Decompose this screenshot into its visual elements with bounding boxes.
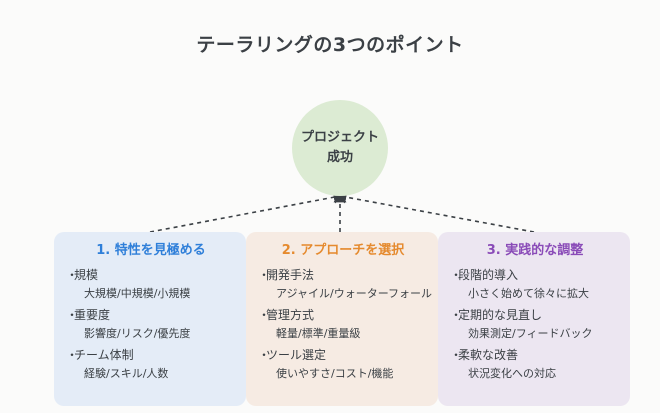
card-practical-adjustment: 3. 実践的な調整 ・段階的導入 小さく始めて徐々に拡大 ・定期的な見直し 効果… [438,232,630,406]
item-heading: 段階的導入 [458,268,519,282]
list-item: ・チーム体制 経験/スキル/人数 [66,347,236,382]
list-item: ・重要度 影響度/リスク/優先度 [66,307,236,342]
list-item: ・定期的な見直し 効果測定/フィードバック [450,307,620,342]
item-heading: ツール選定 [266,348,327,362]
card-title: 1. 特性を見極める [96,243,206,258]
center-label-line1: プロジェクト [300,130,379,145]
item-detail: 軽量/標準/重量級 [276,327,361,340]
item-heading: 開発手法 [266,268,315,282]
item-detail: 経験/スキル/人数 [84,367,169,380]
item-heading: 管理方式 [266,308,315,322]
card-approach: 2. アプローチを選択 ・開発手法 アジャイル/ウォーターフォール ・管理方式 … [246,232,438,406]
diagram-title: テーラリングの3つのポイント [196,34,464,56]
list-item: ・管理方式 軽量/標準/重量級 [258,307,428,342]
list-item: ・段階的導入 小さく始めて徐々に拡大 [450,267,620,302]
item-detail: 使いやすさ/コスト/機能 [276,367,394,380]
center-label-line2: 成功 [326,150,353,165]
item-detail: 大規模/中規模/小規模 [84,287,191,300]
item-detail: 影響度/リスク/優先度 [84,327,191,340]
card-characteristics: 1. 特性を見極める ・規模 大規模/中規模/小規模 ・重要度 影響度/リスク/… [54,232,246,406]
item-detail: 効果測定/フィードバック [468,327,593,340]
list-item: ・開発手法 アジャイル/ウォーターフォール [258,268,433,300]
item-heading: 柔軟な改善 [458,348,519,362]
connector-to-card-1 [149,190,347,233]
item-heading: チーム体制 [74,348,134,362]
item-heading: 定期的な見直し [458,308,543,322]
center-node-project-success: プロジェクト 成功 [292,100,388,196]
connector-to-card-3 [333,190,535,233]
card-title: 3. 実践的な調整 [486,243,584,258]
item-detail: アジャイル/ウォーターフォール [276,287,433,300]
item-detail: 小さく始めて徐々に拡大 [468,287,589,300]
item-heading: 重要度 [74,308,111,322]
card-title: 2. アプローチを選択 [281,243,405,258]
list-item: ・ツール選定 使いやすさ/コスト/機能 [258,347,428,382]
item-detail: 状況変化への対応 [468,367,556,380]
list-item: ・柔軟な改善 状況変化への対応 [450,347,620,382]
list-item: ・規模 大規模/中規模/小規模 [66,267,236,302]
item-heading: 規模 [74,268,99,282]
